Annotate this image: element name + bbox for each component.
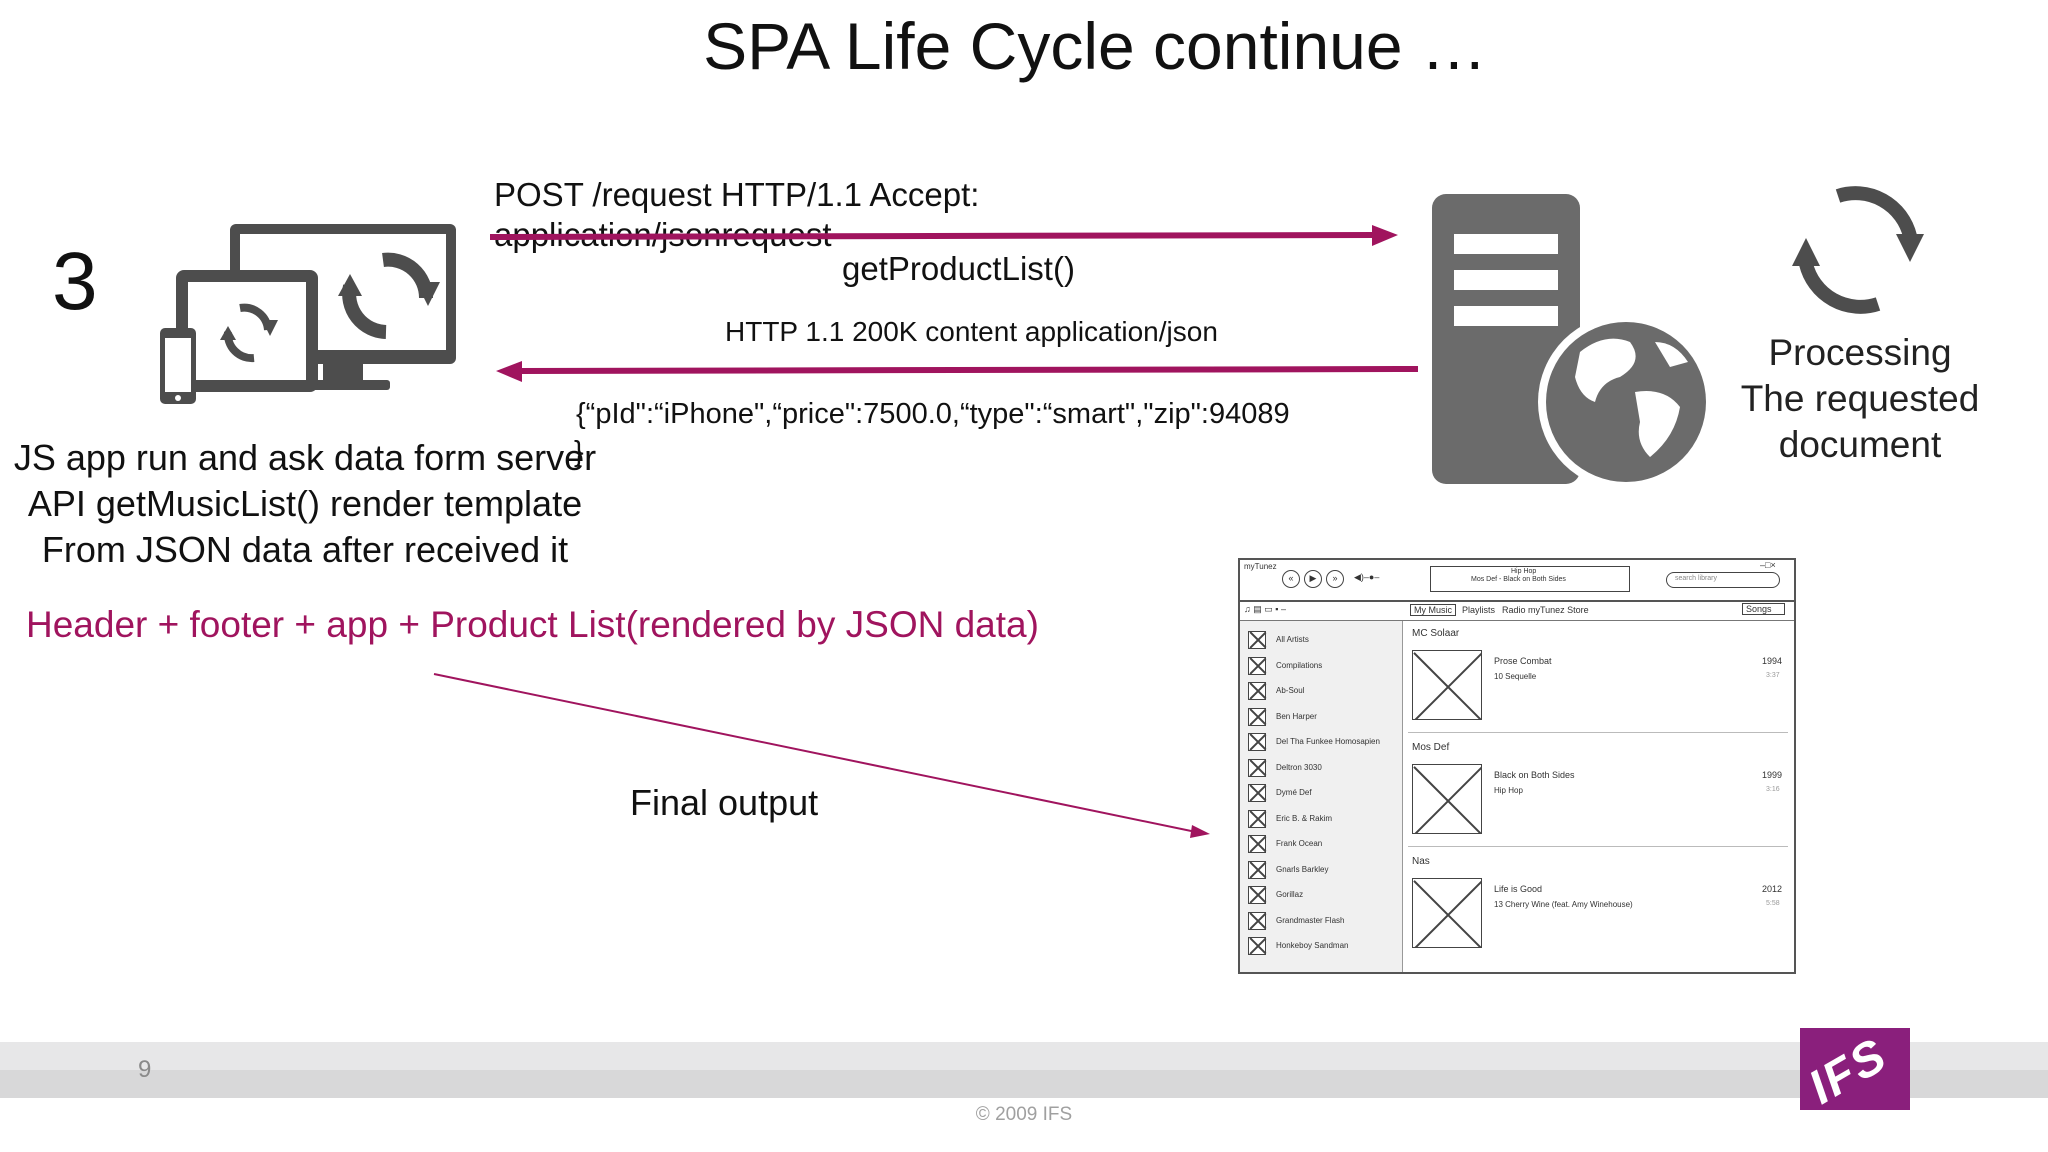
placeholder-image-icon <box>1248 759 1266 777</box>
placeholder-image-icon <box>1248 631 1266 649</box>
footer-band <box>0 1042 2048 1098</box>
sidebar-item[interactable]: Ab-Soul <box>1248 682 1398 700</box>
track-time: 3:37 <box>1766 672 1780 679</box>
devices-icon <box>160 224 456 404</box>
toolbar-icons[interactable]: ♫ ▤ ▭ ▪ – <box>1244 604 1286 614</box>
copyright: © 2009 IFS <box>975 1104 1073 1125</box>
placeholder-image-icon <box>1248 657 1266 675</box>
sidebar-item[interactable]: Compilations <box>1248 657 1398 675</box>
app-wireframe: myTunez « ▶ » ◀)–●– Hip Hop Mos Def - Bl… <box>1238 558 1796 974</box>
placeholder-image-icon <box>1248 835 1266 853</box>
request-line-1: POST /request HTTP/1.1 Accept: <box>494 176 980 213</box>
wireframe-sidebar: All Artists Compilations Ab-Soul Ben Har… <box>1240 621 1403 972</box>
tab-radio[interactable]: Radio <box>1502 605 1526 615</box>
sync-icon <box>1792 186 1924 314</box>
client-description-line: API getMusicList() render template <box>27 483 583 524</box>
placeholder-image-icon <box>1248 708 1266 726</box>
wireframe-tabbar: ♫ ▤ ▭ ▪ – My Music Playlists Radio myTun… <box>1240 600 1794 621</box>
sidebar-item[interactable]: Del Tha Funkee Homosapien <box>1248 733 1398 751</box>
track-name[interactable]: Hip Hop <box>1494 786 1523 795</box>
album-artist: MC Solaar <box>1412 628 1460 639</box>
now-playing-panel: Hip Hop Mos Def - Black on Both Sides <box>1430 566 1630 592</box>
play-icon[interactable]: ▶ <box>1304 570 1322 588</box>
processing-line: The requested <box>1740 378 1980 419</box>
placeholder-image-icon <box>1248 886 1266 904</box>
composition-text: Header + footer + app + Product List(ren… <box>26 604 1039 645</box>
window-controls[interactable]: –□× <box>1760 560 1776 570</box>
album-year: 1994 <box>1762 656 1783 666</box>
placeholder-image-icon <box>1248 784 1266 802</box>
album-year: 1999 <box>1762 770 1783 780</box>
response-body: {“pId":“iPhone",“price":7500.0,“type":“s… <box>576 398 1290 430</box>
placeholder-image-icon <box>1248 937 1266 955</box>
sidebar-item[interactable]: Grandmaster Flash <box>1248 912 1398 930</box>
album-title[interactable]: Black on Both Sides <box>1494 770 1575 780</box>
response-arrow <box>496 361 1419 382</box>
album-title[interactable]: Prose Combat <box>1494 656 1552 666</box>
now-playing-title: Hip Hop <box>1511 568 1537 575</box>
tab-store[interactable]: myTunez Store <box>1528 605 1589 615</box>
sidebar-item[interactable]: Gnarls Barkley <box>1248 861 1398 879</box>
search-input[interactable]: search library <box>1666 572 1780 588</box>
sidebar-item[interactable]: Honkeboy Sandman <box>1248 937 1398 955</box>
divider <box>1408 846 1788 847</box>
app-name: myTunez <box>1244 562 1277 571</box>
divider <box>1408 732 1788 733</box>
placeholder-image-icon <box>1248 810 1266 828</box>
tab-playlists[interactable]: Playlists <box>1462 605 1496 615</box>
sidebar-item[interactable]: Gorillaz <box>1248 886 1398 904</box>
forward-icon[interactable]: » <box>1326 570 1344 588</box>
wireframe-toolbar: myTunez « ▶ » ◀)–●– Hip Hop Mos Def - Bl… <box>1240 560 1794 602</box>
request-call: getProductList() <box>842 250 1075 287</box>
track-time: 5:58 <box>1766 900 1780 907</box>
request-arrow <box>489 225 1398 246</box>
logo-text: IFS <box>1800 1028 1897 1110</box>
volume-slider[interactable]: ◀)–●– <box>1354 572 1380 582</box>
client-description: JS app run and ask data form server API … <box>0 435 610 573</box>
album-artist: Nas <box>1412 856 1430 867</box>
response-header: HTTP 1.1 200K content application/json <box>725 316 1218 347</box>
album-year: 2012 <box>1762 884 1783 894</box>
response-close: } <box>574 436 584 468</box>
server-globe-icon <box>1432 194 1710 488</box>
album-cover-placeholder <box>1412 764 1482 834</box>
placeholder-image-icon <box>1248 861 1266 879</box>
tab-my-music[interactable]: My Music <box>1410 604 1456 616</box>
album-cover-placeholder <box>1412 878 1482 948</box>
ifs-logo: IFS <box>1800 1028 1910 1110</box>
placeholder-image-icon <box>1248 733 1266 751</box>
album-artist: Mos Def <box>1412 742 1450 753</box>
processing-text: Processing The requested document <box>1720 330 2000 468</box>
search-placeholder: search library <box>1675 575 1718 582</box>
sidebar-item[interactable]: Deltron 3030 <box>1248 759 1398 777</box>
slide-title: SPA Life Cycle continue … <box>703 9 1487 83</box>
track-name[interactable]: 10 Sequelle <box>1494 672 1537 681</box>
rewind-icon[interactable]: « <box>1282 570 1300 588</box>
client-description-line: From JSON data after received it <box>41 529 569 570</box>
album-title[interactable]: Life is Good <box>1494 884 1543 894</box>
processing-line: Processing <box>1768 332 1952 373</box>
processing-line: document <box>1778 424 1942 465</box>
step-number: 3 <box>52 236 98 327</box>
now-playing-subtitle: Mos Def - Black on Both Sides <box>1471 576 1566 583</box>
sidebar-item[interactable]: Frank Ocean <box>1248 835 1398 853</box>
page-number: 9 <box>138 1056 152 1083</box>
album-cover-placeholder <box>1412 650 1482 720</box>
client-description-line: JS app run and ask data form server <box>13 437 597 478</box>
sidebar-item[interactable]: Ben Harper <box>1248 708 1398 726</box>
final-output-arrow <box>433 673 1210 838</box>
sidebar-item[interactable]: Dymé Def <box>1248 784 1398 802</box>
track-time: 3:16 <box>1766 786 1780 793</box>
final-output-label: Final output <box>630 782 819 823</box>
sidebar-item[interactable]: Eric B. & Rakim <box>1248 810 1398 828</box>
placeholder-image-icon <box>1248 682 1266 700</box>
view-select[interactable]: Songs <box>1742 603 1785 615</box>
track-name[interactable]: 13 Cherry Wine (feat. Amy Winehouse) <box>1494 900 1633 909</box>
sidebar-item[interactable]: All Artists <box>1248 631 1398 649</box>
placeholder-image-icon <box>1248 912 1266 930</box>
